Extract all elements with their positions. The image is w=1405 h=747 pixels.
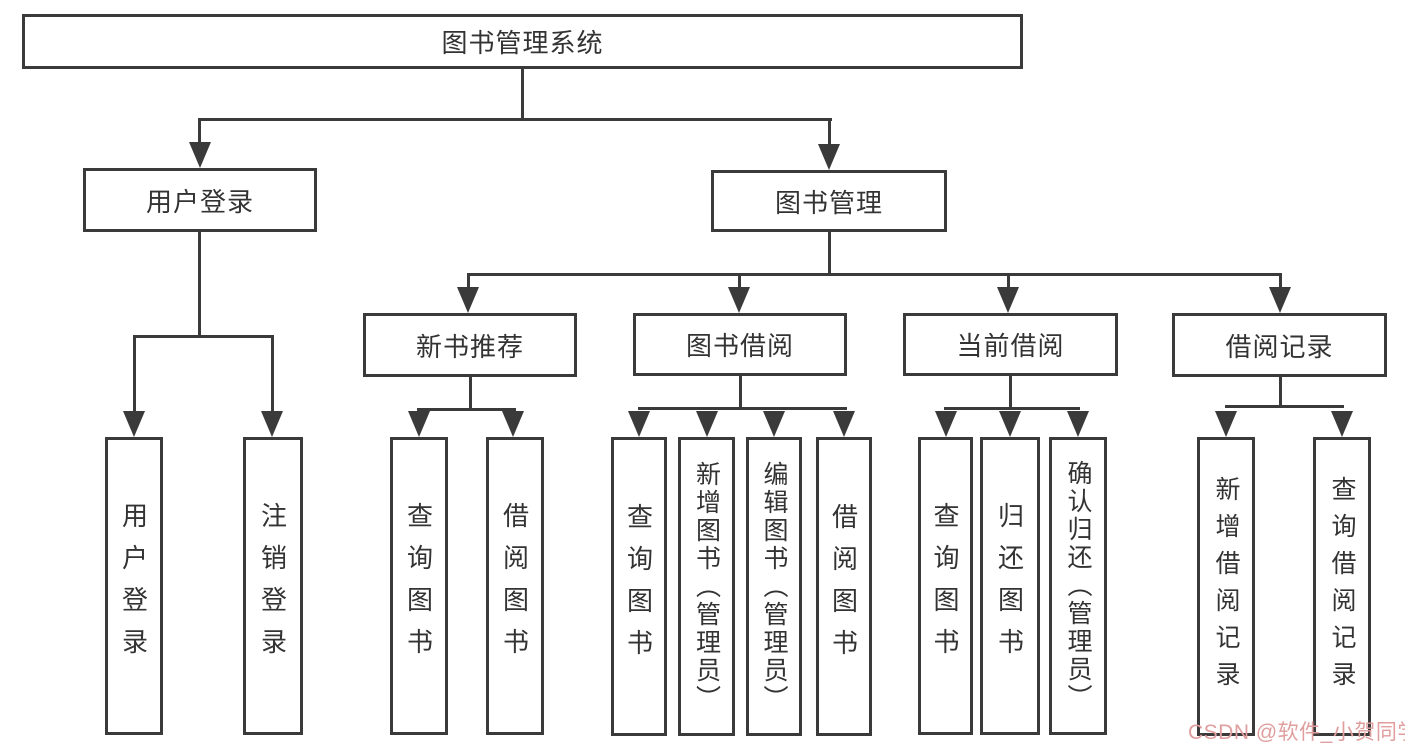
node-label: 注销登录	[257, 502, 288, 670]
connector-line	[739, 376, 742, 407]
connector-line	[133, 335, 136, 412]
arrow-down-icon	[502, 411, 524, 437]
node-user-login-group: 用户登录	[83, 168, 317, 232]
node-label: 查询图书	[930, 502, 960, 670]
leaf-edit-books-admin: 编辑图书（管理员）	[746, 437, 802, 736]
connector-line	[467, 273, 1282, 276]
node-library-management-system: 图书管理系统	[22, 14, 1023, 69]
connector-line	[738, 273, 741, 289]
arrow-down-icon	[408, 411, 430, 437]
arrow-down-icon	[696, 411, 718, 437]
node-label: 查询图书	[403, 502, 434, 670]
arrow-down-icon	[628, 411, 650, 437]
node-label: 当前借阅	[956, 331, 1065, 361]
leaf-query-books-1: 查询图书	[390, 437, 448, 735]
node-label: 图书借阅	[685, 331, 794, 361]
node-label: 确认归还（管理员）	[1064, 460, 1092, 712]
node-label: 借阅图书	[499, 502, 530, 670]
node-label: 图书管理系统	[441, 28, 604, 58]
arrow-down-icon	[999, 411, 1021, 437]
leaf-borrow-books-2: 借阅图书	[816, 437, 872, 736]
connector-line	[1007, 273, 1010, 289]
arrow-down-icon	[818, 144, 840, 170]
leaf-user-login: 用户登录	[105, 437, 163, 735]
node-label: 图书管理	[774, 187, 883, 218]
node-label: 用户登录	[145, 186, 254, 217]
node-current-borrowing: 当前借阅	[903, 313, 1118, 376]
node-new-book-recommend: 新书推荐	[363, 313, 577, 377]
leaf-query-borrow-record: 查询借阅记录	[1313, 437, 1371, 736]
leaf-query-books-3: 查询图书	[918, 437, 973, 735]
arrow-down-icon	[997, 287, 1019, 313]
node-book-management: 图书管理	[711, 170, 947, 232]
arrow-down-icon	[1215, 411, 1237, 437]
node-label: 查询图书	[623, 502, 654, 671]
connector-line	[198, 118, 832, 121]
node-borrowing-records: 借阅记录	[1172, 313, 1387, 377]
connector-line	[1225, 405, 1344, 408]
connector-line	[271, 335, 274, 412]
node-label: 编辑图书（管理员）	[760, 460, 788, 713]
arrow-down-icon	[261, 411, 283, 437]
arrow-down-icon	[763, 411, 785, 437]
leaf-return-books: 归还图书	[980, 437, 1040, 735]
arrow-down-icon	[189, 142, 211, 168]
arrow-down-icon	[833, 411, 855, 437]
arrow-down-icon	[935, 411, 957, 437]
connector-line	[417, 408, 516, 411]
node-label: 借阅图书	[828, 502, 859, 671]
leaf-add-books-admin: 新增图书（管理员）	[678, 437, 735, 736]
connector-line	[467, 273, 470, 289]
connector-line	[1279, 377, 1282, 405]
node-label: 归还图书	[994, 502, 1025, 670]
connector-line	[198, 118, 201, 144]
connector-line	[133, 335, 274, 338]
arrow-down-icon	[1269, 287, 1291, 313]
node-label: 用户登录	[118, 502, 149, 670]
leaf-borrow-books-1: 借阅图书	[486, 437, 544, 735]
connector-line	[521, 69, 524, 118]
connector-line	[828, 232, 831, 273]
leaf-add-borrow-record: 新增借阅记录	[1197, 437, 1255, 736]
connector-line	[469, 377, 472, 408]
connector-line	[638, 407, 847, 410]
connector-line	[1279, 273, 1282, 289]
leaf-logout: 注销登录	[243, 437, 303, 735]
node-book-borrowing: 图书借阅	[633, 313, 847, 376]
connector-line	[944, 407, 1080, 410]
leaf-query-books-2: 查询图书	[611, 437, 667, 736]
node-label: 新书推荐	[415, 331, 524, 362]
node-label: 借阅记录	[1225, 331, 1334, 362]
connector-line	[198, 232, 201, 335]
arrow-down-icon	[1067, 411, 1089, 437]
node-label: 查询借阅记录	[1328, 475, 1356, 698]
node-label: 新增借阅记录	[1212, 475, 1240, 698]
csdn-watermark: CSDN @软件_小贺同学	[1188, 721, 1405, 744]
connector-line	[1009, 376, 1012, 407]
connector-line	[828, 118, 831, 146]
arrow-down-icon	[1331, 411, 1353, 437]
arrow-down-icon	[457, 287, 479, 313]
arrow-down-icon	[728, 287, 750, 313]
node-label: 新增图书（管理员）	[692, 460, 721, 713]
arrow-down-icon	[123, 411, 145, 437]
leaf-confirm-return-admin: 确认归还（管理员）	[1049, 437, 1107, 735]
